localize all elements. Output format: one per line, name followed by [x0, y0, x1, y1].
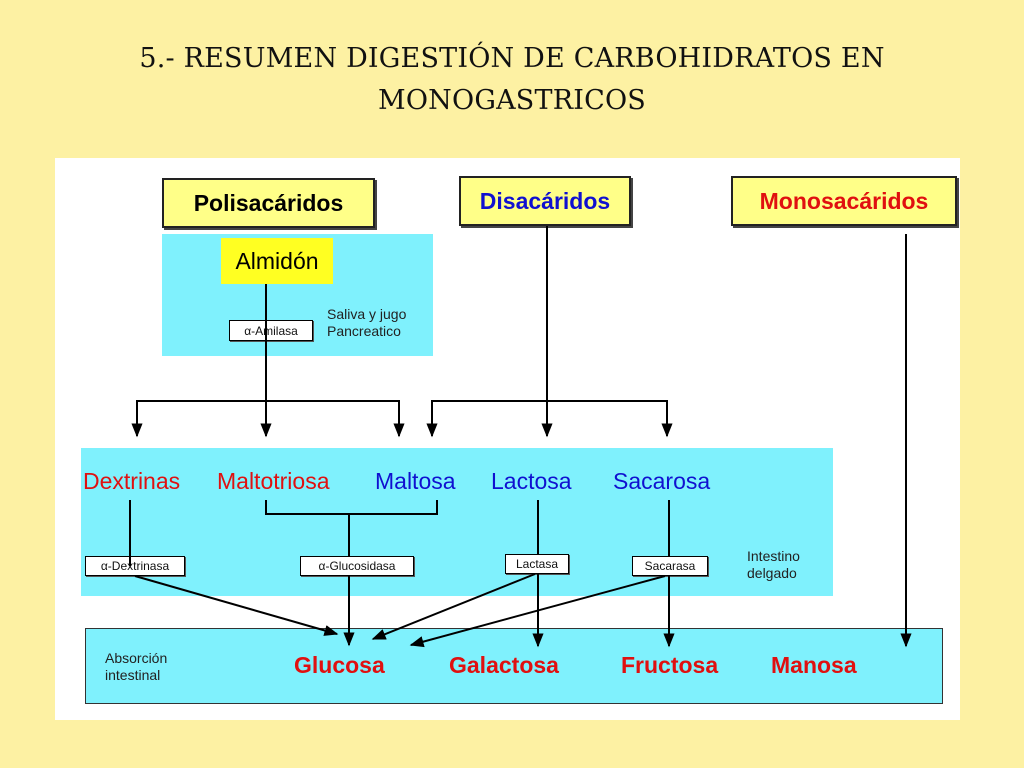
title-line-1: 5.- RESUMEN DIGESTIÓN DE CARBOHIDRATOS E… [139, 43, 885, 74]
flow-arrows [129, 226, 912, 648]
disacaridos-branch [431, 400, 673, 438]
glucosa-label: Glucosa [294, 652, 385, 678]
monosacaridos-box: Monosacáridos [731, 176, 957, 226]
title-line-2: MONOGASTRICOS [378, 85, 646, 116]
dextrinas-label: Dextrinas [83, 468, 181, 494]
absorption-region [85, 628, 943, 704]
lactasa-label: Lactasa [505, 554, 569, 574]
galactosa-label: Galactosa [449, 652, 559, 678]
manosa-label: Manosa [771, 652, 857, 678]
dextrinasa-label: α-Dextrinasa [85, 556, 185, 576]
saliva-note: Saliva y jugo Pancreatico [327, 306, 407, 339]
lactasa-to-glucosa-arrow [371, 573, 536, 640]
sacarasa-label: Sacarasa [632, 556, 708, 576]
fructosa-label: Fructosa [621, 652, 719, 678]
maltosa-label: Maltosa [375, 468, 456, 494]
polisacaridos-branch [136, 400, 405, 438]
diagram-panel: Polisacáridos Disacáridos Monosacáridos … [55, 158, 960, 720]
glucosidasa-label: α-Glucosidasa [300, 556, 414, 576]
disacaridos-box: Disacáridos [459, 176, 631, 226]
sacarosa-label: Sacarosa [613, 468, 711, 494]
almidon-label: Almidón [221, 238, 333, 284]
intestino-note: Intestino delgado [747, 548, 800, 581]
lactosa-label: Lactosa [491, 468, 572, 494]
amilasa-label: α-Amilasa [229, 320, 313, 341]
dextrinasa-to-glucosa-arrow [134, 575, 339, 636]
maltosa-bracket [265, 500, 438, 515]
sacarasa-to-glucosa-arrow [409, 575, 666, 648]
polisacaridos-box: Polisacáridos [162, 178, 375, 228]
absorcion-note: Absorción intestinal [105, 650, 168, 683]
slide-title: 5.- RESUMEN DIGESTIÓN DE CARBOHIDRATOS E… [0, 38, 1024, 122]
maltotriosa-label: Maltotriosa [217, 468, 330, 494]
